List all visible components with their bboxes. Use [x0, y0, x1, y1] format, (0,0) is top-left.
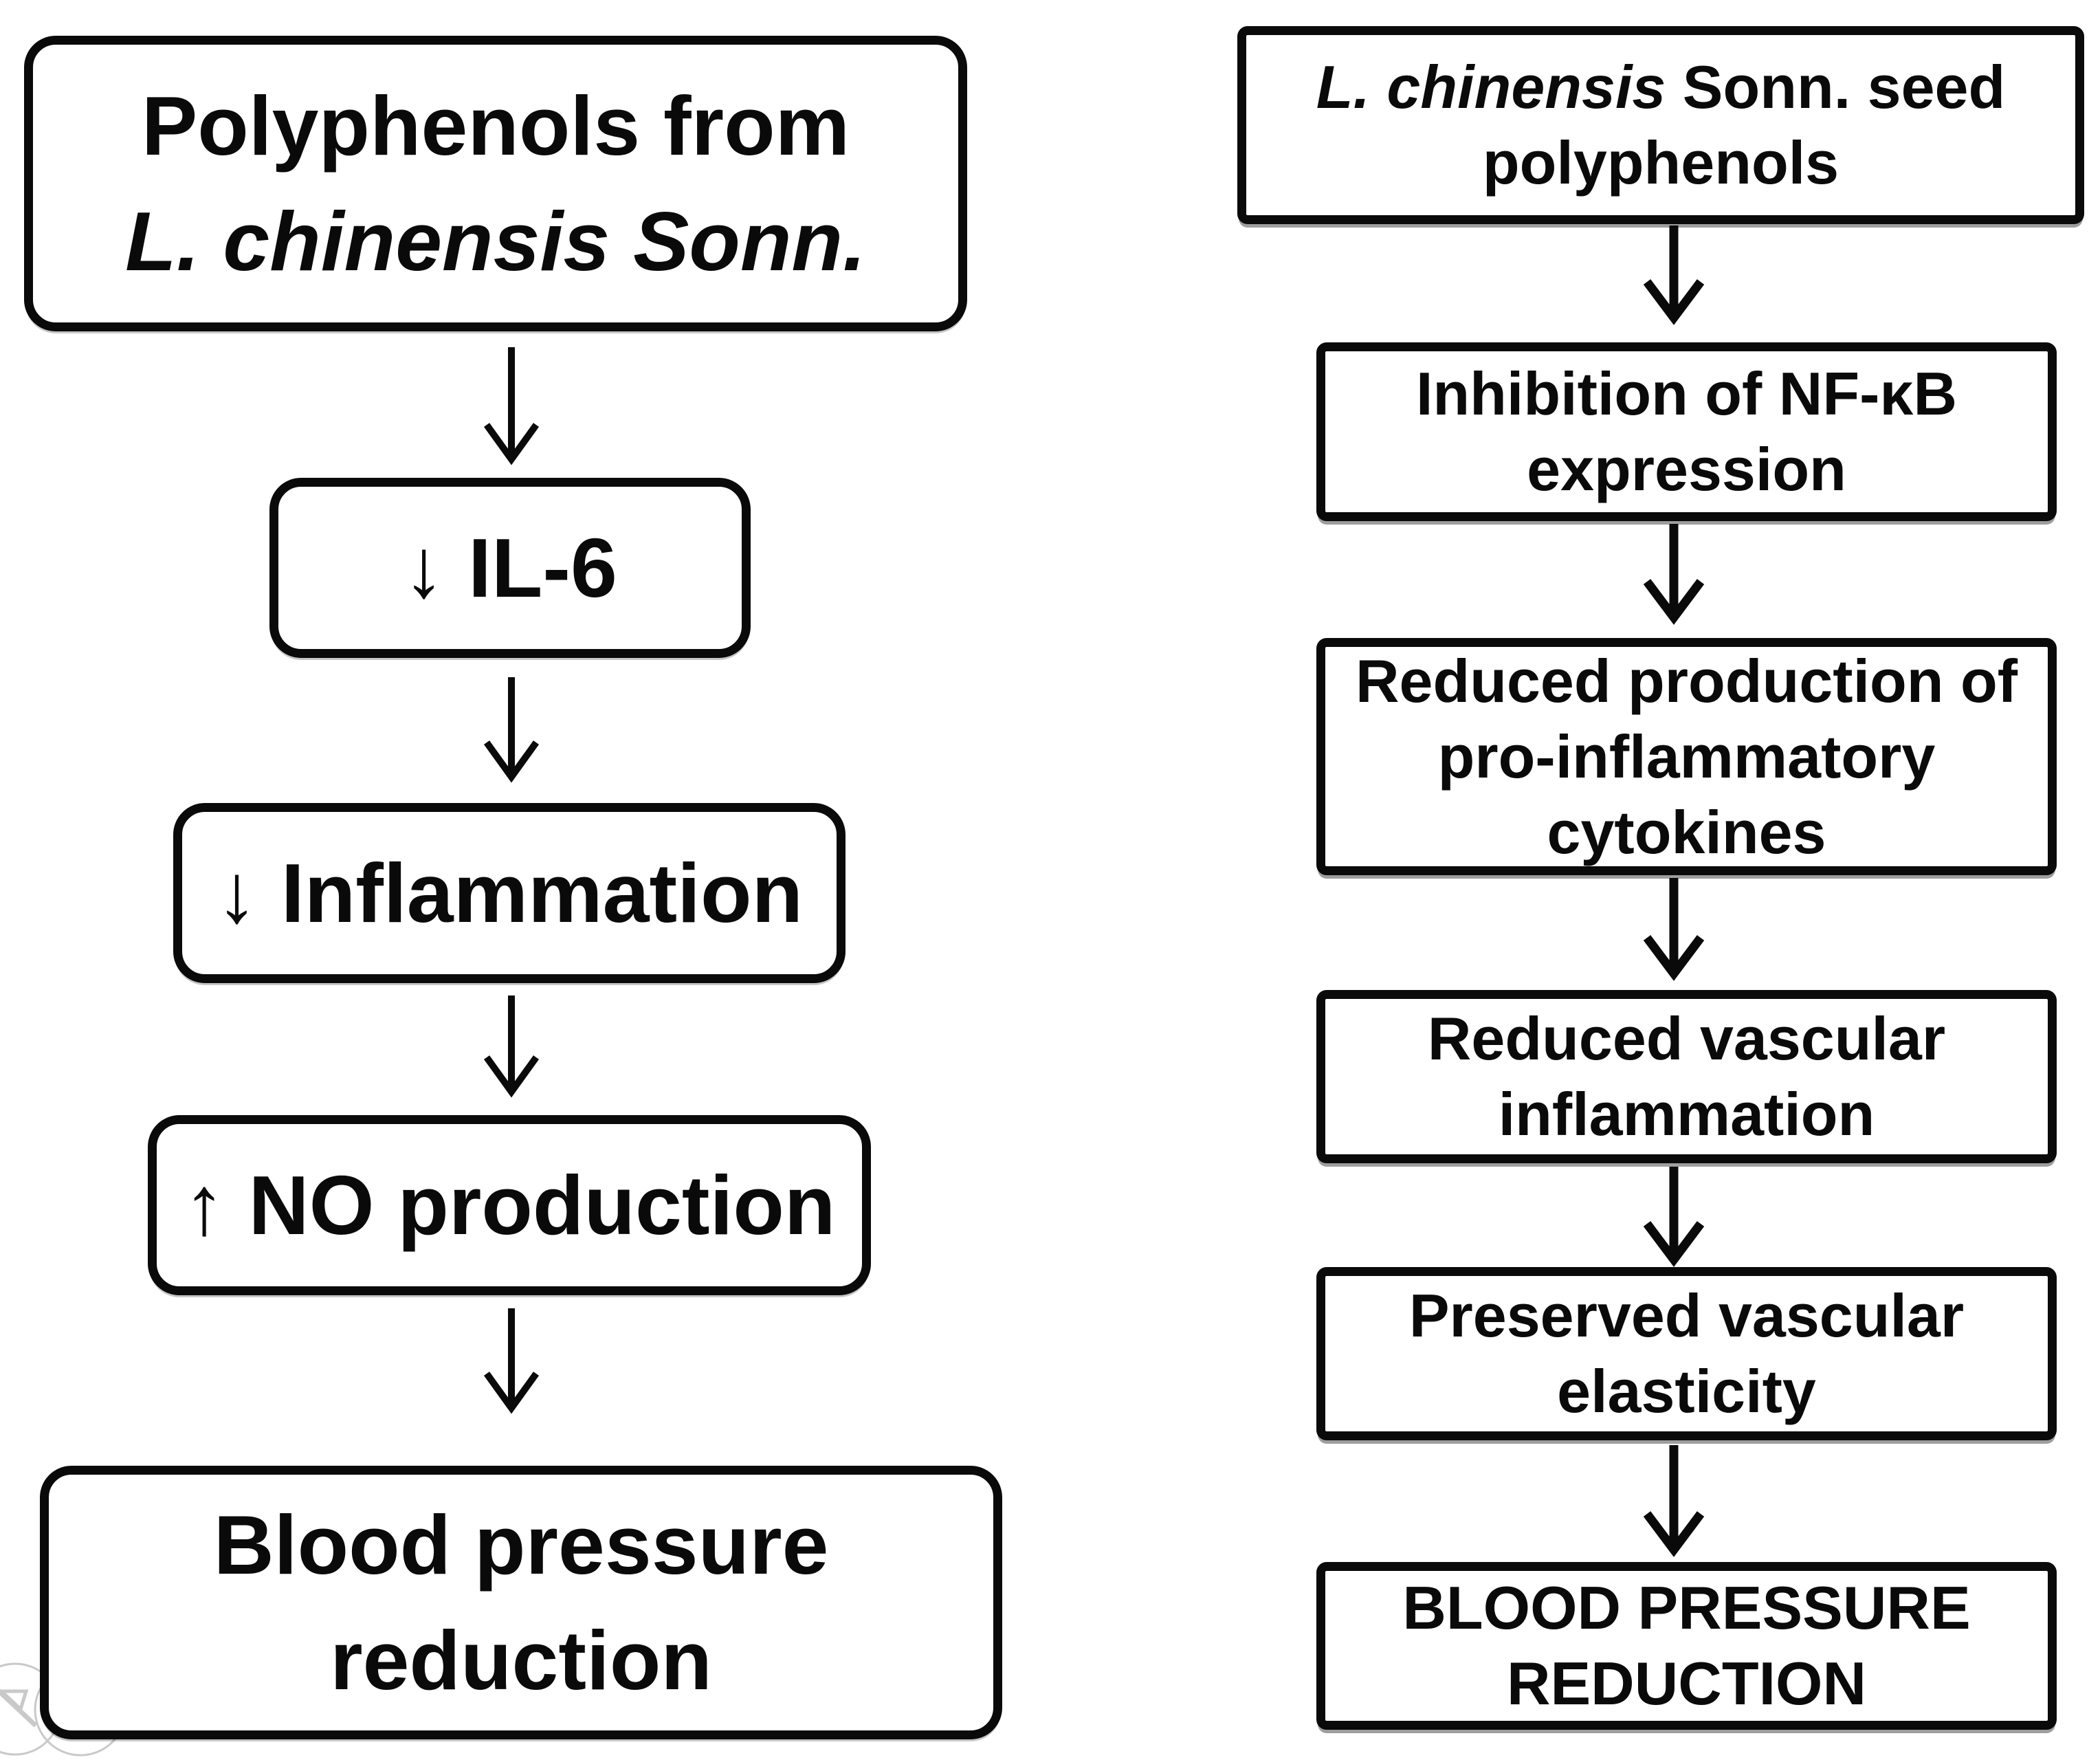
down-arrow-icon: [483, 996, 540, 1098]
down-arrow-icon: [483, 347, 540, 465]
box-text-line: cytokines: [1547, 798, 1826, 866]
box-text-line: L. chinensis Sonn. seed: [1316, 50, 2005, 125]
down-arrow-icon: [483, 677, 540, 783]
box-text-line: Blood pressure: [213, 1497, 829, 1592]
box-blood-pressure-reduction-left: Blood pressure reduction: [40, 1466, 1002, 1739]
down-arrow-icon: [1643, 1167, 1705, 1267]
species-name: L. chinensis: [1316, 53, 1666, 121]
down-arrow-icon: [483, 1308, 540, 1414]
down-arrow-icon: [1643, 524, 1705, 625]
box-polyphenols-source: Polyphenols from L. chinensis Sonn.: [24, 36, 967, 331]
box-text-line: Reduced vascular: [1427, 1004, 1946, 1072]
box-blood-pressure-reduction-right: BLOOD PRESSURE REDUCTION: [1316, 1562, 2057, 1730]
box-nfkb-inhibition: Inhibition of NF-κB expression: [1316, 342, 2057, 521]
box-text-line: reduction: [330, 1614, 712, 1707]
box-text-line: Reduced production of: [1355, 646, 2018, 715]
box-vascular-inflammation-reduction: Reduced vascular inflammation: [1316, 990, 2057, 1163]
box-vascular-elasticity: Preserved vascular elasticity: [1316, 1267, 2057, 1440]
box-text-line: ↓ Inflammation: [215, 846, 804, 940]
box-text-line: Inhibition of NF-κB: [1415, 360, 1958, 428]
down-arrow-icon: [1643, 1445, 1705, 1557]
box-seed-polyphenols: L. chinensis Sonn. seed polyphenols: [1237, 26, 2084, 224]
box-text-line: ↓ IL-6: [403, 520, 617, 615]
box-il6-decrease: ↓ IL-6: [269, 478, 751, 658]
box-text-line: Polyphenols from: [141, 78, 850, 173]
box-inflammation-decrease: ↓ Inflammation: [173, 803, 845, 983]
box-no-production-increase: ↑ NO production: [148, 1115, 871, 1295]
down-arrow-icon: [1643, 226, 1705, 325]
box-text-segment: Sonn. seed: [1666, 53, 2006, 121]
box-text-line: elasticity: [1557, 1357, 1816, 1425]
box-text-line: polyphenols: [1482, 129, 1839, 197]
box-text-line: L. chinensis Sonn.: [125, 195, 866, 288]
box-text-line: inflammation: [1498, 1080, 1875, 1148]
box-cytokine-reduction: Reduced production of pro-inflammatory c…: [1316, 638, 2057, 875]
box-text-line: BLOOD PRESSURE: [1402, 1574, 1971, 1642]
box-text-line: REDUCTION: [1506, 1649, 1867, 1717]
box-text-line: ↑ NO production: [183, 1158, 836, 1252]
box-text-line: Preserved vascular: [1408, 1282, 1965, 1350]
box-text-line: pro-inflammatory: [1437, 722, 1936, 791]
box-text-line: expression: [1527, 435, 1846, 503]
down-arrow-icon: [1643, 878, 1705, 981]
